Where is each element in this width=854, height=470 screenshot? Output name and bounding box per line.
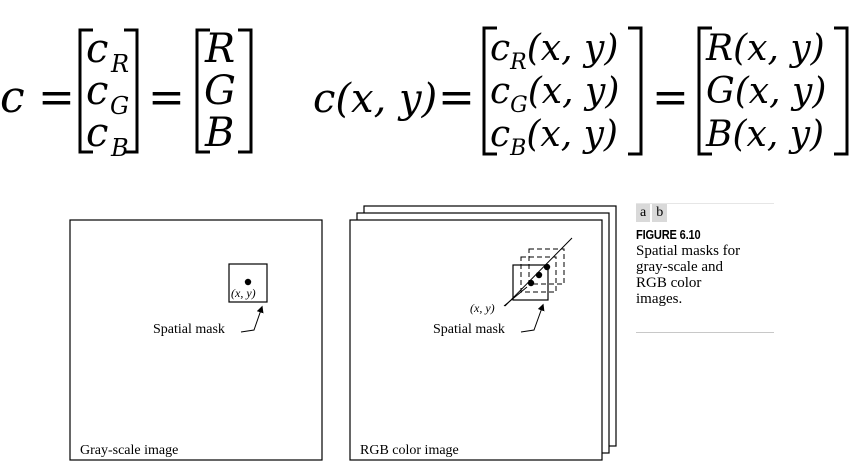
eq1-matrix1-left-bracket: [78, 28, 93, 154]
eq1-matrix1-right-bracket: [124, 28, 139, 154]
eq1-equals-2: =: [148, 72, 185, 123]
eq1-matrix2-left-bracket: [195, 28, 210, 154]
eq1-m2-r1: G: [204, 68, 236, 114]
eq1-m1-r2-sub: B: [110, 134, 129, 162]
panel-letter-b: b: [652, 204, 668, 222]
eq2-equals: =: [438, 72, 475, 123]
figure-number: FIGURE 6.10: [636, 227, 701, 242]
figure-caption: a b FIGURE 6.10 Spatial masks for gray-s…: [636, 204, 776, 307]
equation-2: c(x, y) = cR(x, y) cG(x, y) cB(x, y) = R…: [313, 26, 849, 161]
mask-arrow-b: [520, 303, 545, 333]
eq2-m1-r2: cB(x, y): [490, 114, 618, 161]
panel-letter-a: a: [636, 204, 651, 222]
caption-top-rule: [636, 203, 774, 204]
point-label-a: (x, y): [231, 286, 256, 300]
caption-line-4: images.: [636, 291, 683, 307]
mask-label-a: Spatial mask: [153, 322, 225, 337]
eq2-matrix1-left-bracket: [482, 26, 497, 156]
eq2-m1-r0: cR(x, y): [490, 28, 618, 75]
caption-text: Spatial masks for gray-scale and RGB col…: [636, 243, 776, 307]
caption-line-2: gray-scale and: [636, 259, 724, 275]
eq2-m2-r0: R(x, y): [705, 28, 825, 69]
equations: c = c R c G c B = R G B c(x, y) = cR(x, …: [0, 26, 849, 162]
rgb-color-image-frame: [349, 219, 603, 461]
eq2-matrix2-right-bracket: [834, 26, 849, 156]
caption-bottom-rule: [636, 332, 774, 333]
point-leader-b: [503, 286, 528, 307]
eq2-matrix2-left-bracket: [697, 26, 712, 156]
equation-1: c = c R c G c B = R G B: [0, 26, 253, 162]
eq2-m2-r1: G(x, y): [706, 71, 826, 112]
eq1-matrix2-right-bracket: [238, 28, 253, 154]
eq2-m2-r2: B(x, y): [705, 114, 824, 155]
eq1-equals: =: [38, 72, 75, 123]
eq1-m1-r1: c: [86, 68, 108, 114]
center-point-3: [543, 263, 551, 271]
eq1-m1-r0: c: [86, 26, 108, 72]
eq2-equals-2: =: [652, 72, 689, 123]
spatial-mask-box-middle: [520, 256, 557, 293]
panel-b: (x, y) Spatial mask RGB color image: [349, 205, 617, 461]
mask-arrow-a: [240, 305, 264, 333]
spatial-mask-box-front: [512, 264, 549, 301]
panel-a: (x, y) Spatial mask Gray-scale image: [69, 219, 323, 461]
spatial-mask-box-back: [528, 248, 565, 285]
caption-line-3: RGB color: [636, 275, 702, 291]
center-point-2: [535, 271, 543, 279]
panel-letters: a b: [636, 204, 776, 222]
eq1-m2-r2: B: [204, 110, 234, 156]
gray-scale-image-frame: [69, 219, 323, 461]
center-point: [244, 278, 252, 286]
eq1-lhs: c: [0, 72, 25, 123]
center-point-1: [527, 279, 535, 287]
caption-line-1: Spatial masks for: [636, 243, 741, 259]
point-label-b: (x, y): [470, 301, 495, 315]
eq1-m1-r0-sub: R: [110, 50, 129, 78]
eq1-m1-r1-sub: G: [110, 92, 129, 120]
eq2-lhs: c(x, y): [313, 76, 437, 122]
eq1-m1-r2: c: [86, 110, 108, 156]
image-label-a: Gray-scale image: [80, 443, 178, 458]
eq2-matrix1-right-bracket: [628, 26, 643, 156]
mask-label-b: Spatial mask: [433, 322, 505, 337]
eq2-m1-r1: cG(x, y): [490, 71, 619, 118]
image-label-b: RGB color image: [360, 443, 459, 458]
eq1-m2-r0: R: [204, 26, 235, 72]
spatial-mask-box: [228, 263, 268, 303]
